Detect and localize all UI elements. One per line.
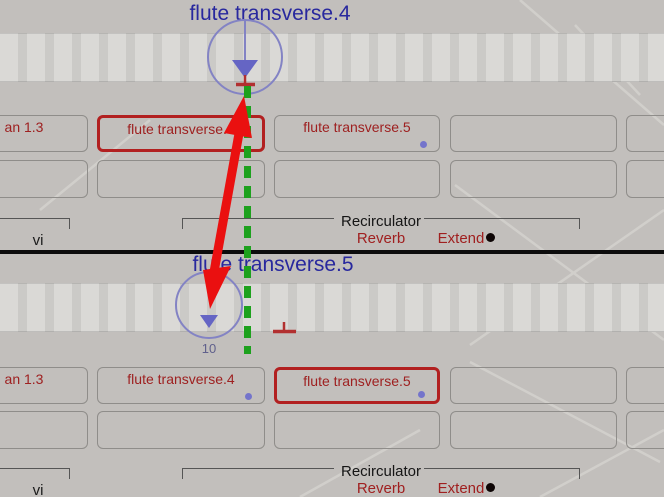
- group-bracket-left: [0, 218, 70, 229]
- slot-empty-row2-1[interactable]: [0, 160, 88, 198]
- slot-empty-2[interactable]: [626, 367, 664, 404]
- extend-button[interactable]: Extend: [437, 480, 485, 497]
- slot-empty-1[interactable]: [450, 367, 617, 404]
- loaded-indicator-dot: [420, 141, 427, 148]
- group-bracket-right: [424, 218, 580, 229]
- instrument-panel-top: flute transverse.4 an 1.3 flute transver…: [0, 2, 664, 249]
- extend-indicator-dot[interactable]: [486, 233, 495, 242]
- panel-title: flute transverse.4: [189, 2, 351, 25]
- extend-button[interactable]: Extend: [437, 230, 485, 247]
- group-bracket-left: [0, 468, 70, 479]
- slot-flute-transverse-5[interactable]: flute transverse.5: [274, 367, 440, 404]
- group-bracket-right: [424, 468, 580, 479]
- reverb-button[interactable]: Reverb: [356, 230, 406, 247]
- slot-flute-transverse-5[interactable]: flute transverse.5: [274, 115, 440, 152]
- voice-label: vi: [32, 482, 44, 497]
- slot-empty-row2-2[interactable]: [97, 160, 265, 198]
- recirculator-label: Recirculator: [340, 213, 422, 230]
- reverb-button[interactable]: Reverb: [356, 480, 406, 497]
- instrument-panel-bottom: flute transverse.5 an 1.3 flute transver…: [0, 253, 664, 497]
- voice-label: vi: [32, 232, 44, 249]
- marker-value-label: 10: [201, 341, 217, 356]
- recirculator-label: Recirculator: [340, 463, 422, 480]
- slot-flute-transverse-4[interactable]: flute transverse.4: [97, 367, 265, 404]
- keyboard-strip[interactable]: [0, 33, 664, 82]
- slot-label: flute transverse.4: [127, 121, 235, 137]
- slot-empty-row2-3[interactable]: [274, 411, 440, 449]
- slot-empty-row2-4[interactable]: [450, 160, 617, 198]
- loaded-indicator-dot: [245, 393, 252, 400]
- slot-empty-row2-5[interactable]: [626, 160, 664, 198]
- slot-label: flute transverse.5: [303, 119, 411, 135]
- keyboard-strip[interactable]: [0, 283, 664, 332]
- slot-label: flute transverse.5: [303, 373, 411, 389]
- slot-label: an 1.3: [4, 371, 44, 387]
- slot-label: flute transverse.4: [127, 371, 235, 387]
- loaded-indicator-dot: [418, 391, 425, 398]
- extend-indicator-dot[interactable]: [486, 483, 495, 492]
- panel-title: flute transverse.5: [192, 253, 354, 276]
- slot-empty-1[interactable]: [450, 115, 617, 152]
- slot-label: an 1.3: [4, 119, 44, 135]
- slot-flute-transverse-4[interactable]: flute transverse.4: [97, 115, 265, 152]
- slot-empty-row2-2[interactable]: [97, 411, 265, 449]
- slot-empty-row2-4[interactable]: [450, 411, 617, 449]
- slot-empty-row2-5[interactable]: [626, 411, 664, 449]
- slot-empty-2[interactable]: [626, 115, 664, 152]
- slot-empty-row2-3[interactable]: [274, 160, 440, 198]
- panel-separator: [0, 250, 664, 254]
- group-bracket-mid: [182, 218, 334, 229]
- slot-empty-row2-1[interactable]: [0, 411, 88, 449]
- group-bracket-mid: [182, 468, 334, 479]
- slot-pan13[interactable]: an 1.3: [0, 367, 88, 404]
- slot-pan13[interactable]: an 1.3: [0, 115, 88, 152]
